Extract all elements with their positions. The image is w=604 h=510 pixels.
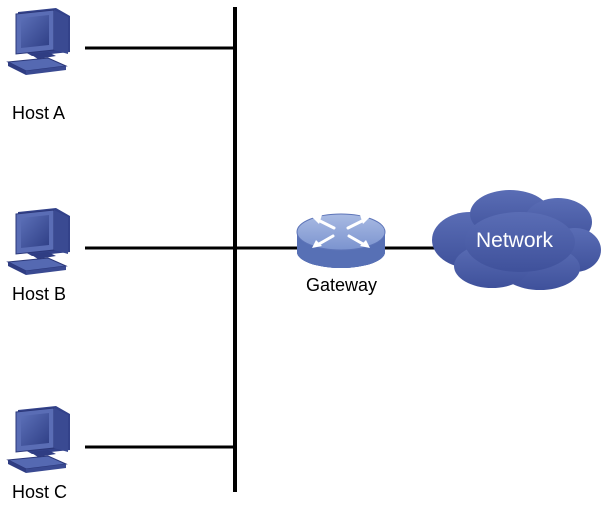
host-a[interactable]: Host A	[7, 7, 71, 123]
host-c-label: Host C	[12, 482, 67, 502]
host-c[interactable]: Host C	[7, 405, 71, 502]
gateway[interactable]: Gateway	[296, 213, 386, 295]
network-label: Network	[476, 229, 554, 252]
gateway-label: Gateway	[306, 275, 377, 295]
computer-icon	[7, 207, 71, 276]
host-a-label: Host A	[12, 103, 65, 123]
computer-icon	[7, 7, 71, 76]
network[interactable]: Network	[432, 190, 601, 290]
cloud-icon	[432, 190, 601, 290]
computer-icon	[7, 405, 71, 474]
host-b-label: Host B	[12, 284, 66, 304]
host-b[interactable]: Host B	[7, 207, 71, 304]
router-icon	[296, 213, 386, 268]
